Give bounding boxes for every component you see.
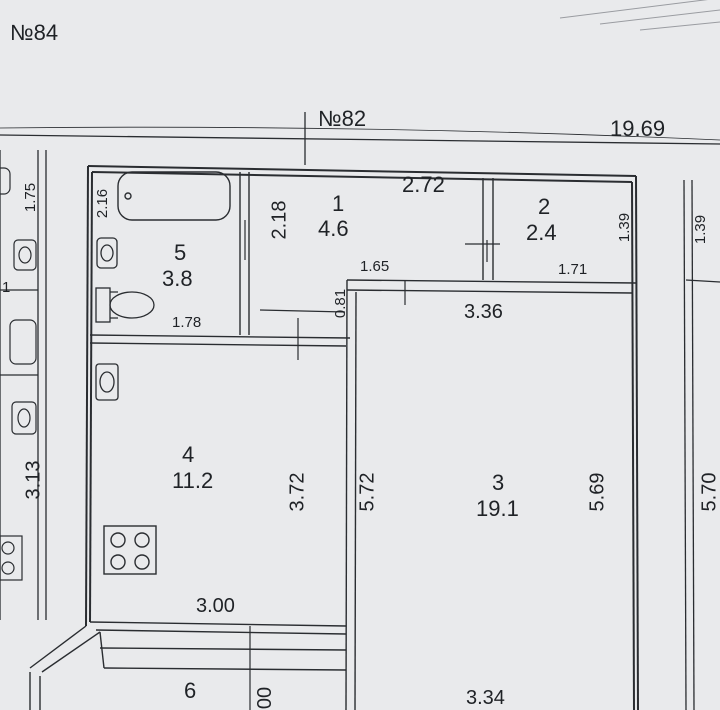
dim-bath-height: 2.16 bbox=[94, 188, 112, 219]
room-1-number: 1 bbox=[332, 191, 345, 216]
neighbor-building-number: №84 bbox=[10, 20, 59, 45]
room-3-area: 19.1 bbox=[476, 496, 519, 521]
building-outline bbox=[0, 112, 720, 165]
apartment-walls bbox=[85, 165, 639, 710]
dim-closet-width: 1.71 bbox=[558, 261, 588, 278]
room-3-number: 3 bbox=[492, 470, 505, 495]
dim-neighbor-mid: 1 bbox=[2, 279, 11, 296]
dim-kitchen-height: 3.72 bbox=[286, 472, 309, 512]
dim-closet-height-right: 1.39 bbox=[692, 214, 710, 245]
dim-neighbor-top: 1.75 bbox=[22, 182, 40, 213]
sink-icon bbox=[96, 237, 118, 269]
dim-hall-left: 1.65 bbox=[360, 258, 390, 275]
toilet-icon bbox=[95, 287, 155, 323]
overall-length: 19.69 bbox=[610, 116, 666, 141]
current-building-number: №82 bbox=[318, 106, 367, 131]
neighbor-apartment-right bbox=[683, 179, 720, 710]
dim-door-gap: 0.81 bbox=[332, 288, 350, 319]
room-2-number: 2 bbox=[538, 194, 551, 219]
room-1-area: 4.6 bbox=[318, 216, 349, 241]
neighbor-fixtures bbox=[0, 167, 37, 581]
dim-living-height-left: 5.72 bbox=[356, 472, 379, 512]
dim-hall-height: 2.18 bbox=[268, 200, 291, 240]
stove-icon bbox=[103, 525, 157, 575]
door-ticks bbox=[244, 220, 500, 710]
dim-room6-partial: 00 bbox=[254, 686, 277, 710]
room-6-number: 6 bbox=[184, 678, 197, 703]
paper-guide-lines bbox=[559, 0, 720, 31]
dim-closet-height-left: 1.39 bbox=[616, 212, 634, 243]
dim-living-height-right: 5.69 bbox=[586, 472, 609, 512]
dim-bath-width: 1.78 bbox=[172, 314, 202, 331]
dim-living-width: 3.36 bbox=[464, 301, 503, 323]
dim-hall-width: 2.72 bbox=[402, 172, 445, 197]
internal-walls bbox=[29, 172, 637, 710]
dim-kitchen-width: 3.00 bbox=[196, 595, 235, 617]
bathtub-icon bbox=[117, 171, 231, 221]
room-4-area: 11.2 bbox=[172, 468, 214, 493]
room-4-number: 4 bbox=[182, 442, 195, 467]
room-5-area: 3.8 bbox=[162, 266, 193, 291]
dim-living-bottom: 3.34 bbox=[466, 687, 505, 709]
kitchen-sink-icon bbox=[95, 363, 119, 401]
neighbor-apartment-left bbox=[0, 150, 47, 620]
dim-neighbor-right: 5.70 bbox=[698, 472, 720, 512]
dim-neighbor-side: 3.13 bbox=[22, 460, 45, 500]
room-2-area: 2.4 bbox=[526, 220, 557, 245]
room-5-number: 5 bbox=[174, 240, 187, 265]
